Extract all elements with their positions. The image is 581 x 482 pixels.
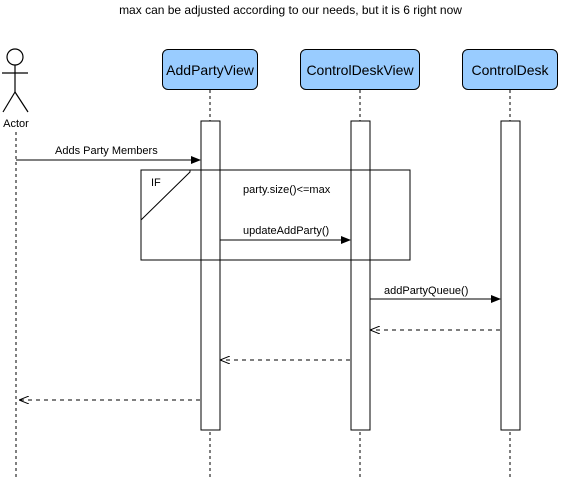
- participant-controldeskview: ControlDeskView: [300, 49, 420, 90]
- controldesk-activation: [500, 120, 521, 431]
- controldeskview-activation: [350, 120, 371, 431]
- if-fragment: [140, 169, 411, 261]
- actor-icon: [2, 48, 29, 113]
- message-label-add-party-queue: addPartyQueue(): [384, 285, 469, 297]
- participant-addpartyview: AddPartyView: [162, 49, 258, 90]
- fragment-guard-label: party.size()<=max: [243, 184, 331, 196]
- message-label-adds-party-members: Adds Party Members: [55, 145, 158, 157]
- fragment-operator-label: IF: [151, 177, 161, 189]
- participant-controldesk: ControlDesk: [462, 49, 558, 90]
- actor-label: Actor: [3, 118, 29, 130]
- addpartyview-activation: [200, 120, 221, 431]
- message-label-update-add-party: updateAddParty(): [243, 225, 330, 237]
- diagram-note: max can be adjusted according to our nee…: [119, 3, 462, 17]
